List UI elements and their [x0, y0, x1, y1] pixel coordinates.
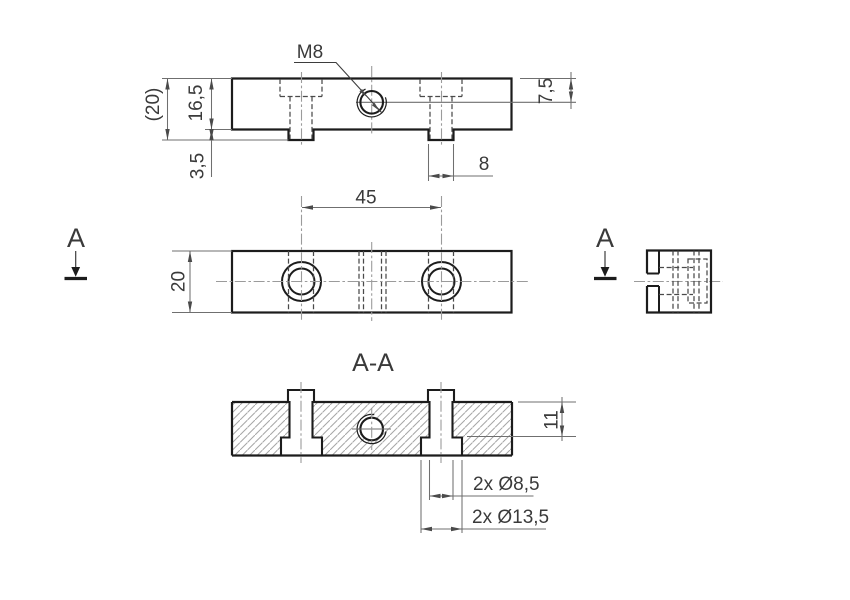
front-outline: [230, 77, 513, 142]
hidden-counterbore-left: [279, 79, 323, 139]
dim-hole-spacing: 45: [302, 188, 441, 210]
side-view: [634, 249, 723, 314]
svg-text:(20): (20): [143, 88, 164, 122]
section-letter-left: A: [67, 223, 85, 253]
plan-view: 20: [169, 196, 529, 321]
dim-counterbore-diameter: 2x Ø13,5: [420, 460, 549, 533]
section-letter-right: A: [596, 223, 614, 253]
thread-major-arc: [356, 88, 387, 118]
svg-text:20: 20: [169, 271, 190, 292]
svg-text:45: 45: [355, 188, 376, 209]
section-arrow-right: [600, 267, 610, 277]
front-view: M8 (20) 16,5 3,5 7,5: [143, 42, 576, 210]
side-hidden-verticals: [672, 250, 700, 313]
dim-plate-width: 20: [169, 250, 232, 314]
thread-hole-circle: [359, 89, 385, 115]
svg-text:2x Ø8,5: 2x Ø8,5: [473, 474, 540, 495]
thread-leader-arrow-2: [371, 102, 380, 111]
svg-text:8: 8: [479, 154, 490, 175]
svg-text:2x Ø13,5: 2x Ø13,5: [472, 507, 549, 528]
thread-label: M8: [297, 42, 323, 63]
dim-thread-depth: 7,5: [520, 72, 576, 109]
section-view-a-a: A-A 11 2x Ø8,5: [230, 349, 576, 533]
side-hidden-horizontals: [659, 266, 693, 296]
dim-bore-depth: 11: [467, 397, 576, 441]
section-arrow-left: [71, 267, 81, 277]
thread-leader-line: [294, 61, 383, 114]
svg-text:11: 11: [542, 410, 563, 430]
side-slot: [647, 250, 660, 313]
section-marker-right: A: [594, 223, 617, 281]
dim-rib-height: 3,5: [188, 129, 214, 179]
dim-rib-width: 8: [427, 144, 493, 181]
svg-text:16,5: 16,5: [186, 85, 207, 122]
dim-overall-height: (20): [143, 77, 289, 141]
svg-text:7,5: 7,5: [536, 78, 557, 104]
thread-leader-arrow-1: [359, 89, 367, 97]
section-cut-markers: A A: [64, 223, 617, 281]
dim-hole-diameter: 2x Ø8,5: [428, 460, 540, 500]
side-outline: [645, 249, 713, 314]
svg-text:3,5: 3,5: [188, 153, 209, 179]
dim-body-height: 16,5: [186, 78, 232, 131]
hidden-counterbore-right: [419, 79, 463, 139]
section-title: A-A: [352, 349, 394, 377]
section-thread-arc: [356, 413, 387, 445]
side-hidden-pocket: [687, 258, 708, 304]
section-marker-left: A: [64, 223, 87, 281]
section-outline: [230, 400, 514, 457]
